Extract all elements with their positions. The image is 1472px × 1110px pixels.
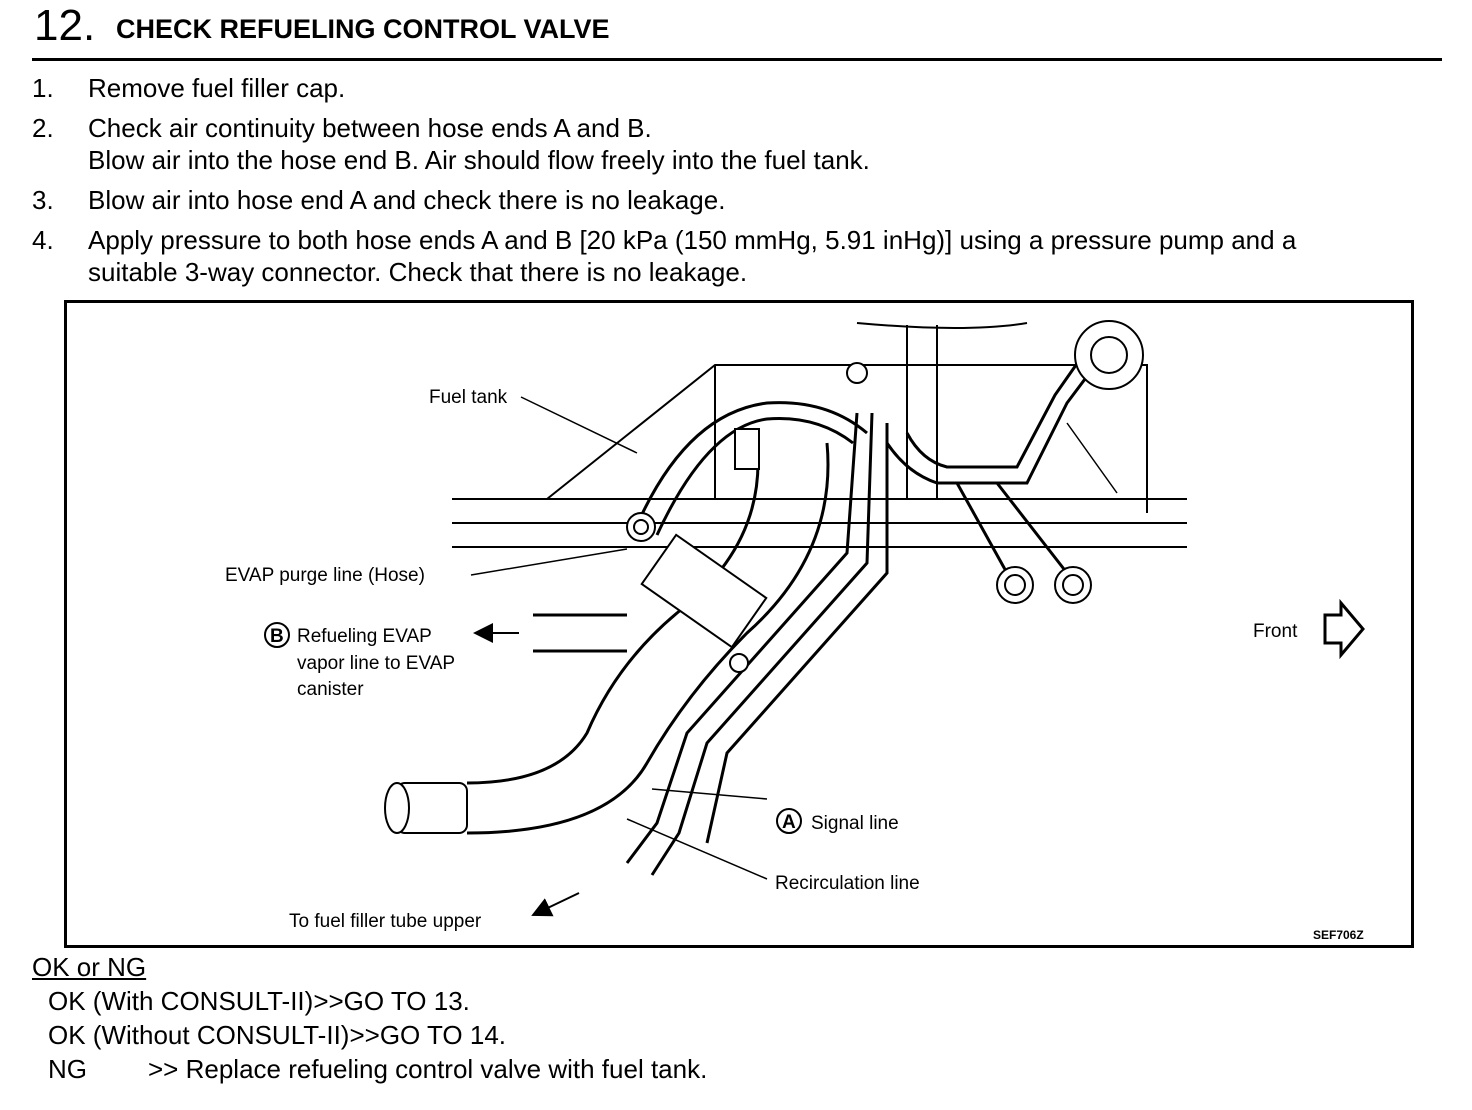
leader-lines	[470, 396, 1118, 880]
result-key: OK (With CONSULT-II)	[48, 986, 314, 1016]
result-action: >> Replace refueling control valve with …	[148, 1054, 708, 1084]
result-line-ng: NG >> Replace refueling control valve wit…	[48, 1052, 707, 1086]
marker-a-letter: A	[782, 812, 796, 833]
step-text: Apply pressure to both hose ends A and B…	[88, 225, 1297, 255]
procedure-steps: 1. Remove fuel filler cap. 2. Check air …	[32, 72, 1452, 296]
label-refueling-evap-3: canister	[297, 679, 364, 700]
label-recirculation-line: Recirculation line	[775, 873, 920, 894]
step-number: 12.	[34, 1, 96, 50]
step-title: CHECK REFUELING CONTROL VALVE	[116, 14, 610, 44]
step-text: Check air continuity between hose ends A…	[88, 113, 652, 143]
procedure-step-4: 4. Apply pressure to both hose ends A an…	[32, 224, 1452, 288]
label-signal-line: Signal line	[811, 813, 899, 834]
hose-fittings	[384, 320, 1144, 834]
result-action: >>GO TO 13.	[313, 986, 470, 1016]
procedure-step-1: 1. Remove fuel filler cap.	[32, 72, 1452, 104]
procedure-step-2: 2. Check air continuity between hose end…	[32, 112, 1452, 176]
step-index: 2.	[32, 113, 54, 143]
hose-diagram-figure: Fuel tank EVAP purge line (Hose) B Refue…	[64, 300, 1414, 948]
result-line-ok-no-consult: OK (Without CONSULT-II)>>GO TO 14.	[48, 1018, 707, 1052]
label-front: Front	[1253, 621, 1298, 642]
step-text: Blow air into the hose end B. Air should…	[88, 145, 870, 175]
step-header: 12. CHECK REFUELING CONTROL VALVE	[32, 0, 1442, 61]
step-text: suitable 3-way connector. Check that the…	[88, 257, 748, 287]
step-index: 1.	[32, 73, 54, 103]
hose-pipes	[466, 354, 1099, 876]
label-refueling-evap-1: Refueling EVAP	[297, 626, 432, 647]
step-index: 4.	[32, 225, 54, 255]
step-index: 3.	[32, 185, 54, 215]
marker-b-letter: B	[270, 626, 284, 647]
result-key: OK (Without CONSULT-II)	[48, 1020, 350, 1050]
result-section: OK or NG OK (With CONSULT-II)>>GO TO 13.…	[32, 950, 707, 1086]
hose-diagram: Fuel tank EVAP purge line (Hose) B Refue…	[225, 320, 1365, 942]
label-evap-purge-line: EVAP purge line (Hose)	[225, 565, 425, 586]
flow-arrows	[473, 623, 580, 917]
result-key: NG	[48, 1054, 87, 1084]
front-arrow-icon	[1323, 598, 1365, 660]
result-action: >>GO TO 14.	[349, 1020, 507, 1050]
step-text: Blow air into hose end A and check there…	[88, 185, 726, 215]
result-line-ok-consult: OK (With CONSULT-II)>>GO TO 13.	[48, 984, 707, 1018]
procedure-step-3: 3. Blow air into hose end A and check th…	[32, 184, 1452, 216]
marker-a: A	[776, 808, 802, 834]
step-text: Remove fuel filler cap.	[88, 73, 346, 103]
label-fuel-tank: Fuel tank	[429, 387, 508, 408]
label-fuel-filler-tube: To fuel filler tube upper	[289, 911, 482, 932]
label-refueling-evap-2: vapor line to EVAP	[297, 653, 455, 674]
result-heading: OK or NG	[32, 952, 147, 982]
figure-code: SEF706Z	[1313, 928, 1364, 942]
marker-b: B	[264, 622, 290, 648]
